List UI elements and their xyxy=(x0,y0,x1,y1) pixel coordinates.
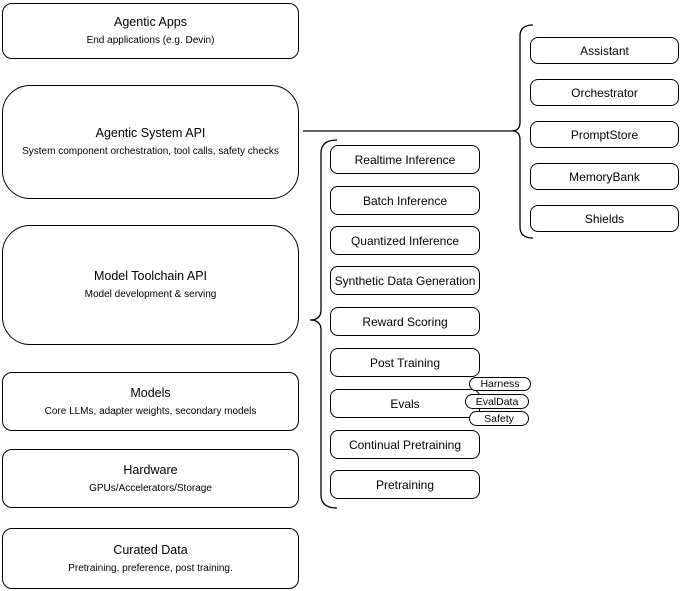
tag-harness: Harness xyxy=(469,377,531,391)
node-title: Model Toolchain API xyxy=(93,269,208,283)
node-agentic-system-api: Agentic System API System component orch… xyxy=(2,85,299,199)
node-batch-inference: Batch Inference xyxy=(330,186,480,215)
node-subtitle: GPUs/Accelerators/Storage xyxy=(89,482,212,494)
node-label: Realtime Inference xyxy=(354,152,456,167)
node-quantized-inference: Quantized Inference xyxy=(330,226,480,255)
node-memorybank: MemoryBank xyxy=(530,163,679,190)
tag-label: Harness xyxy=(480,378,520,390)
tag-label: EvalData xyxy=(475,395,519,408)
node-title: Hardware xyxy=(123,462,178,477)
tag-evaldata: EvalData xyxy=(465,394,529,409)
node-reward-scoring: Reward Scoring xyxy=(330,307,480,336)
node-label: Pretraining xyxy=(375,477,435,492)
node-models: Models Core LLMs, adapter weights, secon… xyxy=(2,372,299,431)
tag-label: Safety xyxy=(484,412,514,425)
node-title: Models xyxy=(130,385,171,400)
node-label: Evals xyxy=(390,396,420,411)
node-realtime-inference: Realtime Inference xyxy=(330,145,480,174)
node-evals: Evals xyxy=(330,389,480,418)
node-post-training: Post Training xyxy=(330,348,480,377)
node-hardware: Hardware GPUs/Accelerators/Storage xyxy=(2,449,299,508)
node-label: Assistant xyxy=(580,43,629,58)
node-label: Reward Scoring xyxy=(362,314,448,329)
node-assistant: Assistant xyxy=(530,37,679,64)
node-label: Batch Inference xyxy=(362,193,448,208)
node-label: Continual Pretraining xyxy=(348,437,462,452)
node-label: Synthetic Data Generation xyxy=(334,273,476,288)
node-synthetic-data-generation: Synthetic Data Generation xyxy=(330,266,480,295)
node-subtitle: Pretraining, preference, post training. xyxy=(68,562,233,574)
node-label: Shields xyxy=(584,211,625,226)
node-subtitle: Model development & serving xyxy=(84,289,217,300)
tag-safety: Safety xyxy=(469,411,529,426)
node-subtitle: Core LLMs, adapter weights, secondary mo… xyxy=(44,405,257,417)
node-promptstore: PromptStore xyxy=(530,121,679,148)
node-pretraining: Pretraining xyxy=(330,470,480,499)
node-shields: Shields xyxy=(530,205,679,232)
node-subtitle: End applications (e.g. Devin) xyxy=(86,35,215,46)
node-title: Curated Data xyxy=(113,542,188,557)
node-label: MemoryBank xyxy=(569,169,640,184)
node-subtitle: System component orchestration, tool cal… xyxy=(22,146,279,157)
node-label: Quantized Inference xyxy=(350,233,460,248)
node-orchestrator: Orchestrator xyxy=(530,79,679,106)
node-label: Post Training xyxy=(369,355,441,370)
node-model-toolchain-api: Model Toolchain API Model development & … xyxy=(2,225,299,345)
node-continual-pretraining: Continual Pretraining xyxy=(330,430,480,459)
node-title: Agentic System API xyxy=(95,126,206,140)
node-title: Agentic Apps xyxy=(114,15,187,29)
node-label: Orchestrator xyxy=(571,85,638,100)
node-agentic-apps: Agentic Apps End applications (e.g. Devi… xyxy=(2,3,299,59)
node-curated-data: Curated Data Pretraining, preference, po… xyxy=(2,528,299,589)
node-label: PromptStore xyxy=(570,127,639,142)
